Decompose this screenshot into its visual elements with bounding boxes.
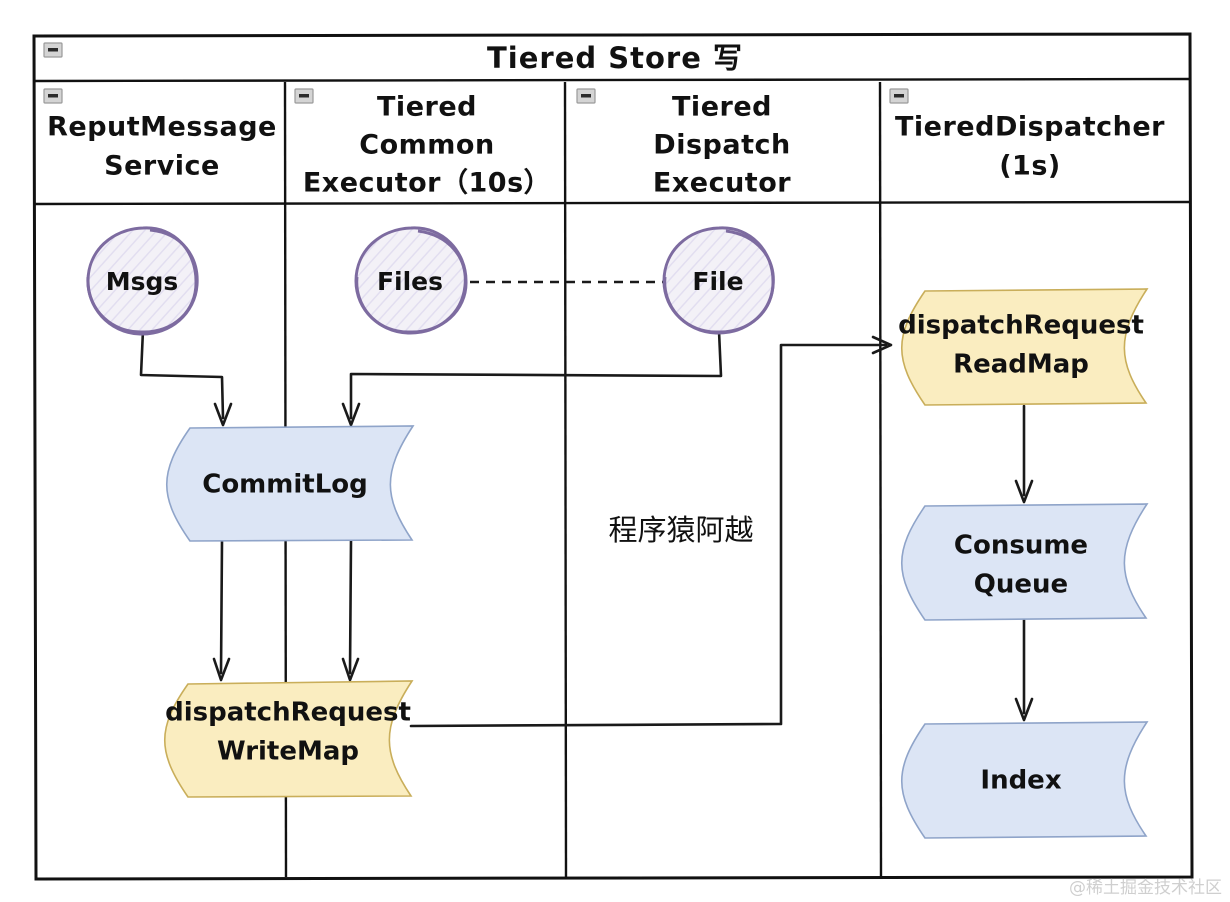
node-commitlog[interactable]: CommitLog bbox=[165, 425, 415, 542]
node-file[interactable]: File bbox=[662, 226, 775, 335]
edge-commitlog-to-write-map-right bbox=[341, 539, 360, 682]
watermark: @稀土掘金技术社区 bbox=[1069, 878, 1222, 898]
lane-title-line: ReputMessage bbox=[47, 112, 277, 143]
lane-title-line: TieredDispatcher bbox=[895, 112, 1165, 143]
node-index[interactable]: Index bbox=[900, 721, 1149, 839]
node-label: Files bbox=[377, 267, 443, 296]
lane-title-line: Common bbox=[359, 130, 494, 161]
edge-consume-queue-to-index bbox=[1014, 618, 1034, 722]
collapse-icon-root[interactable] bbox=[43, 42, 63, 58]
node-label: dispatchRequest bbox=[898, 311, 1144, 341]
node-msgs[interactable]: Msgs bbox=[86, 226, 199, 336]
diagram-title-bar: Tiered Store 写 bbox=[487, 41, 743, 75]
node-label: File bbox=[692, 267, 743, 296]
node-dispatch-request-write-map[interactable]: dispatchRequest WriteMap bbox=[163, 680, 414, 798]
node-label: CommitLog bbox=[202, 470, 368, 500]
edge-commitlog-to-write-map-left bbox=[212, 539, 231, 682]
sidebar-item-reput-message-service[interactable]: ReputMessage Service bbox=[47, 112, 277, 182]
node-files[interactable]: Files bbox=[354, 226, 468, 335]
annotation-note: 程序猿阿越 bbox=[608, 513, 753, 547]
page-title: Tiered Store 写 bbox=[487, 41, 743, 75]
edge-file-to-commitlog bbox=[341, 329, 723, 427]
lane-title-line: Executor（10s） bbox=[303, 168, 551, 199]
edge-read-map-to-consume-queue bbox=[1014, 404, 1034, 504]
edge-write-map-to-read-map bbox=[409, 335, 893, 728]
node-label: Msgs bbox=[106, 267, 179, 296]
lane-title-line: Executor bbox=[653, 168, 791, 199]
collapse-icon-lane-3[interactable] bbox=[576, 88, 596, 104]
node-label: Queue bbox=[974, 570, 1068, 600]
node-dispatch-request-read-map[interactable]: dispatchRequest ReadMap bbox=[898, 288, 1149, 406]
sidebar-item-tiered-dispatch-executor[interactable]: Tiered Dispatch Executor bbox=[653, 92, 791, 199]
lane-title-line: Tiered bbox=[377, 92, 477, 123]
sidebar-item-tiered-common-executor[interactable]: Tiered Common Executor（10s） bbox=[303, 92, 551, 199]
diagram-frame bbox=[32, 32, 1194, 881]
node-label: Consume bbox=[954, 531, 1088, 561]
edge-msgs-to-commitlog bbox=[139, 328, 233, 427]
lane-title-line: (1s) bbox=[999, 151, 1061, 182]
lane-title-line: Service bbox=[104, 151, 220, 182]
node-label: dispatchRequest bbox=[165, 698, 411, 728]
collapse-icon-lane-1[interactable] bbox=[43, 88, 63, 104]
lane-title-line: Tiered bbox=[672, 92, 772, 123]
collapse-icon-lane-4[interactable] bbox=[889, 88, 909, 104]
node-label: ReadMap bbox=[953, 350, 1089, 380]
edge-files-to-file bbox=[470, 272, 683, 292]
node-label: WriteMap bbox=[217, 737, 359, 767]
sidebar-item-tiered-dispatcher[interactable]: TieredDispatcher (1s) bbox=[895, 112, 1165, 182]
node-label: Index bbox=[980, 766, 1061, 796]
lane-title-line: Dispatch bbox=[653, 130, 790, 161]
collapse-icon-lane-2[interactable] bbox=[294, 88, 314, 104]
node-consume-queue[interactable]: Consume Queue bbox=[900, 503, 1149, 621]
